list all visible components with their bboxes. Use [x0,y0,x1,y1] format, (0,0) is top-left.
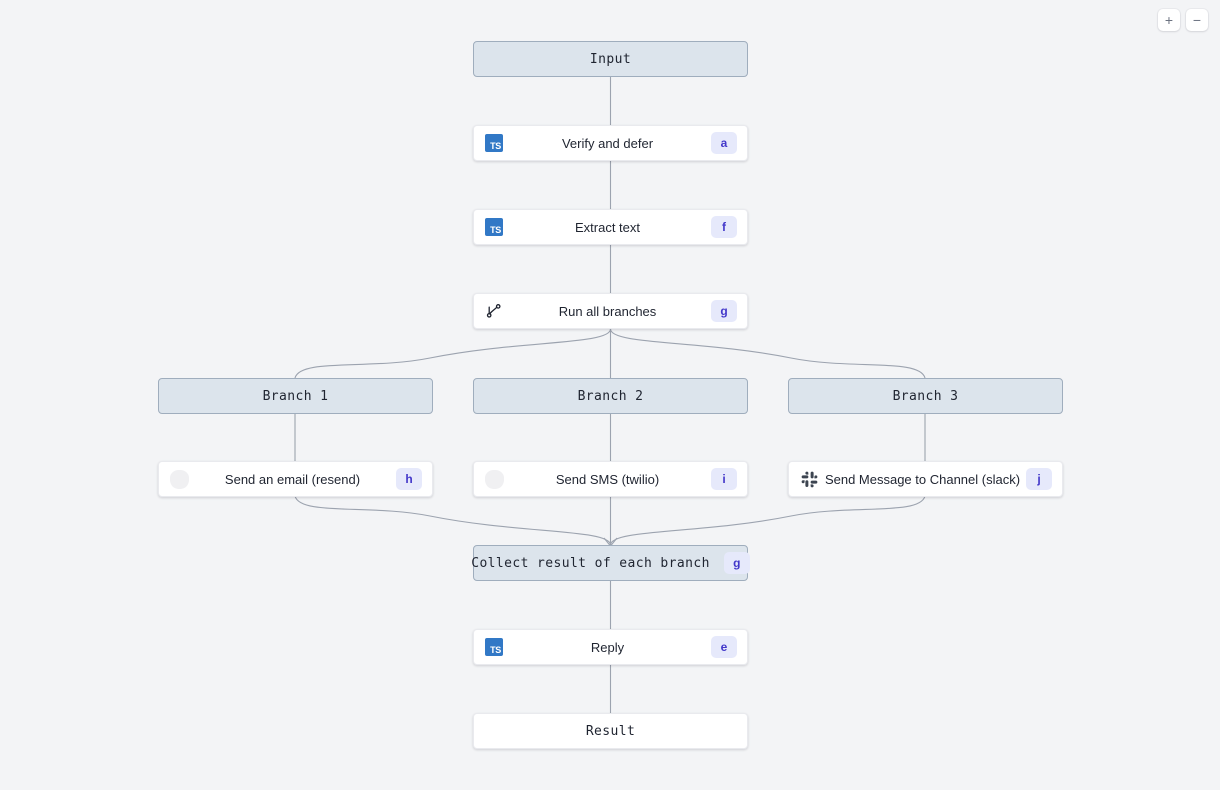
node-branch-2[interactable]: Branch 2 [473,378,748,414]
node-run-all-branches-badge[interactable]: g [711,300,737,322]
node-collect-result-title: Collect result of each branch [471,555,710,571]
resend-icon-shape [169,469,189,489]
edge-email-collect [294,495,612,546]
node-send-sms-badge[interactable]: i [711,468,737,490]
typescript-icon-label: TS [485,638,503,656]
node-reply-badge[interactable]: e [711,636,737,658]
typescript-icon: TS [484,133,504,153]
resend-icon [169,469,189,489]
node-send-email-badge[interactable]: h [396,468,422,490]
slack-icon [799,469,819,489]
node-extract-text-title: Extract text [574,219,641,235]
zoom-in-button[interactable]: + [1158,9,1180,31]
node-send-slack-message-badge[interactable]: j [1026,468,1052,490]
node-extract-text-badge[interactable]: f [711,216,737,238]
typescript-icon: TS [484,637,504,657]
typescript-icon: TS [484,217,504,237]
node-send-slack-message[interactable]: Send Message to Channel (slack) j [788,461,1063,497]
node-send-email-title: Send an email (resend) [224,471,361,487]
node-branch-3[interactable]: Branch 3 [788,378,1063,414]
edge-slack-collect [609,495,926,546]
node-collect-result[interactable]: Collect result of each branch g [471,545,750,581]
node-collect-result-badge[interactable]: g [723,552,750,574]
node-verify-and-defer-title: Verify and defer [561,135,654,151]
node-send-sms[interactable]: Send SMS (twilio) i [473,461,748,497]
node-branch-1[interactable]: Branch 1 [158,378,433,414]
node-result[interactable]: Result [473,713,748,749]
node-branch-1-title: Branch 1 [262,388,329,404]
node-send-email[interactable]: Send an email (resend) h [158,461,433,497]
typescript-icon-label: TS [485,218,503,236]
node-extract-text[interactable]: TS Extract text f [473,209,748,245]
zoom-controls: + − [1158,9,1208,31]
node-input[interactable]: Input [473,41,748,77]
node-result-title: Result [585,723,636,739]
node-send-slack-message-title: Send Message to Channel (slack) [824,471,1021,487]
node-branch-2-title: Branch 2 [577,388,644,404]
node-input-title: Input [589,51,632,67]
typescript-icon-label: TS [485,134,503,152]
git-branch-icon [484,301,504,321]
node-verify-and-defer[interactable]: TS Verify and defer a [473,125,748,161]
node-run-all-branches[interactable]: Run all branches g [473,293,748,329]
node-reply-title: Reply [590,639,625,655]
edge-runall-branch3 [609,328,926,379]
node-verify-and-defer-badge[interactable]: a [711,132,737,154]
edge-runall-branch1 [294,328,612,379]
twilio-icon-shape [484,469,504,489]
twilio-icon [484,469,504,489]
node-send-sms-title: Send SMS (twilio) [555,471,660,487]
node-reply[interactable]: TS Reply e [473,629,748,665]
node-run-all-branches-title: Run all branches [558,303,657,319]
node-branch-3-title: Branch 3 [892,388,959,404]
zoom-out-button[interactable]: − [1186,9,1208,31]
